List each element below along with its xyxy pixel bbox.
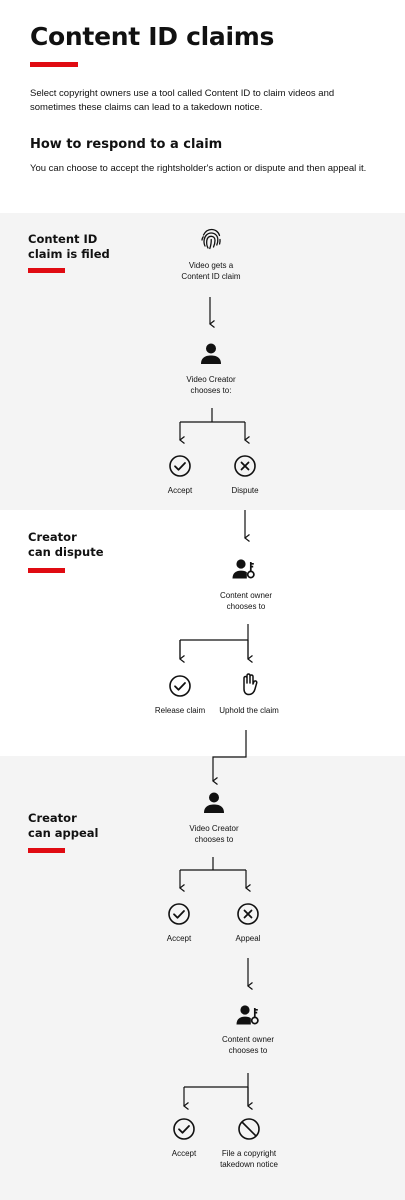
node-label-line: takedown notice xyxy=(220,1159,278,1169)
person-key-icon xyxy=(236,1003,260,1027)
title-underline xyxy=(30,62,78,67)
node-label-line: chooses to: xyxy=(190,385,232,395)
section-title-line: claim is filed xyxy=(28,247,110,261)
person-icon xyxy=(202,790,226,814)
node-video-creator-chooses-2: Video Creator chooses to xyxy=(189,824,238,845)
hand-icon xyxy=(237,672,261,696)
section-title-line: can dispute xyxy=(28,545,104,559)
section-underline xyxy=(28,848,65,853)
intro-text: Select copyright owners use a tool calle… xyxy=(30,87,380,114)
section-title-line: Creator xyxy=(28,530,77,544)
branch-creator-appeal-choice xyxy=(180,857,246,871)
person-key-icon xyxy=(232,557,256,581)
node-release-claim: Release claim xyxy=(154,706,206,715)
appeal-band xyxy=(0,756,405,1200)
node-label-line: chooses to xyxy=(194,834,234,844)
fingerprint-icon xyxy=(199,227,223,251)
section-heading: How to respond to a claim xyxy=(30,137,223,152)
person-icon xyxy=(199,341,223,365)
node-content-owner-chooses: Content owner chooses to xyxy=(220,591,272,612)
section-underline xyxy=(28,268,65,273)
section-title-line: Content ID xyxy=(28,232,98,246)
branch-creator-choice xyxy=(180,408,245,423)
check-circle-icon xyxy=(168,674,192,698)
node-accept-3: Accept xyxy=(171,1149,197,1158)
x-circle-icon xyxy=(233,454,257,478)
node-label-line: chooses to xyxy=(228,1045,268,1055)
node-dispute: Dispute xyxy=(231,486,259,495)
section-title-line: Creator xyxy=(28,811,77,825)
page-title: Content ID claims xyxy=(30,22,275,51)
node-label-line: Content owner xyxy=(221,1035,275,1044)
node-accept: Accept xyxy=(167,486,193,495)
node-appeal: Appeal xyxy=(235,934,261,943)
section-underline xyxy=(28,568,65,573)
check-circle-icon xyxy=(172,1117,196,1141)
node-label-line: Video Creator xyxy=(186,375,236,384)
node-file-takedown-notice: File a copyright takedown notice xyxy=(220,1149,278,1170)
section-title-appeal: Creator can appeal xyxy=(28,811,99,841)
branch-owner-final-choice xyxy=(184,1073,249,1105)
intro-line-2: sometimes these claims can lead to a tak… xyxy=(30,101,263,113)
node-label-line: Video gets a xyxy=(188,261,234,270)
node-content-owner-chooses-2: Content owner chooses to xyxy=(222,1035,274,1056)
node-label-line: Content ID claim xyxy=(181,271,241,281)
node-accept-2: Accept xyxy=(166,934,192,943)
arrow-uphold-to-creator xyxy=(212,730,247,785)
check-circle-icon xyxy=(167,902,191,926)
node-label-line: Video Creator xyxy=(189,824,239,833)
section-title-line: can appeal xyxy=(28,826,99,840)
node-uphold-claim: Uphold the claim xyxy=(219,706,279,715)
node-video-creator-chooses: Video Creator chooses to: xyxy=(186,375,235,396)
section-title-dispute: Creator can dispute xyxy=(28,530,104,560)
branch-owner-choice xyxy=(179,624,249,658)
no-sign-icon xyxy=(237,1117,261,1141)
intro-line-1: Select copyright owners use a tool calle… xyxy=(30,88,335,99)
section-subtext: You can choose to accept the rightsholde… xyxy=(30,163,367,174)
check-circle-icon xyxy=(168,454,192,478)
node-label-line: Content owner xyxy=(219,591,273,600)
node-label-line: chooses to xyxy=(226,601,266,611)
node-label-line: File a copyright xyxy=(221,1149,277,1158)
x-circle-icon xyxy=(236,902,260,926)
section-title-claim-filed: Content ID claim is filed xyxy=(28,232,110,262)
node-video-gets-claim: Video gets a Content ID claim xyxy=(181,261,240,282)
